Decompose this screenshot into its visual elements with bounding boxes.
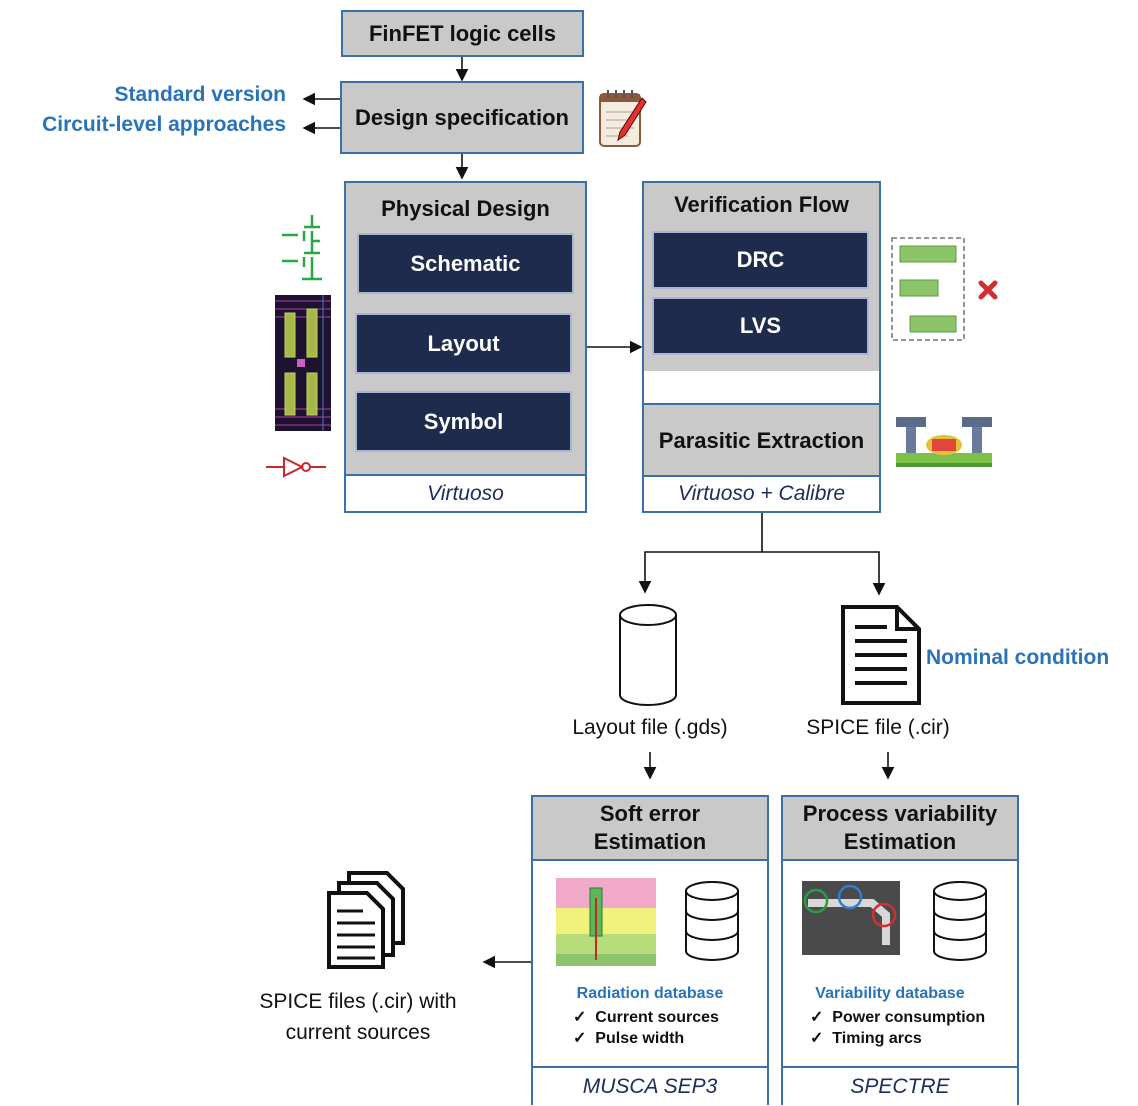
- design-spec-label: Design specification: [355, 104, 569, 130]
- radiation-check-2: ✓ Pulse width: [573, 1028, 684, 1048]
- inverter-symbol-icon: [266, 456, 326, 478]
- circuit-level-label: Circuit-level approaches: [42, 113, 286, 136]
- spice-files-output-label: SPICE files (.cir) with current sources: [230, 986, 486, 1048]
- design-spec-box: Design specification: [340, 81, 584, 154]
- soft-error-title-1: Soft error: [599, 801, 701, 826]
- soft-error-title-2: Estimation: [593, 829, 707, 854]
- spectre-tool-label: SPECTRE: [783, 1066, 1017, 1106]
- check-mark-icon: ✓: [573, 1009, 587, 1026]
- drc-block: DRC: [652, 231, 869, 289]
- layout-thumbnail-icon: [275, 295, 331, 431]
- spice-document-icon: [841, 605, 921, 705]
- layout-file-label: Layout file (.gds): [572, 716, 728, 739]
- schematic-block: Schematic: [357, 233, 574, 294]
- transistor-schematic-icon: [282, 215, 322, 281]
- musca-tool-label: MUSCA SEP3: [533, 1066, 767, 1106]
- pulse-width-label: Pulse width: [595, 1030, 685, 1047]
- parasitic-device-icon: [896, 417, 992, 467]
- variability-database-title: Variability database: [815, 985, 965, 1002]
- check-mark-icon: ✓: [573, 1030, 587, 1047]
- radiation-device-icon: [556, 878, 656, 966]
- radiation-database-icon: [685, 881, 739, 961]
- spice-file-label: SPICE file (.cir): [806, 716, 950, 739]
- variability-sem-image-icon: [802, 881, 900, 955]
- check-mark-icon: ✓: [810, 1009, 824, 1026]
- parasitic-extraction-label: Parasitic Extraction: [658, 428, 865, 453]
- check-mark-icon: ✓: [810, 1030, 824, 1047]
- layout-database-icon: [619, 604, 677, 706]
- soft-error-header: Soft error Estimation: [531, 795, 769, 861]
- variability-check-1: ✓ Power consumption: [810, 1007, 985, 1027]
- verification-white-gap: [644, 371, 879, 403]
- split-connector: [638, 512, 763, 594]
- variability-database-icon: [933, 881, 987, 961]
- drc-check-icon: [891, 237, 998, 341]
- variability-check-2: ✓ Timing arcs: [810, 1028, 922, 1048]
- split-connector-right: [762, 551, 880, 592]
- current-sources-label: Current sources: [595, 1009, 719, 1026]
- spice-files-stack-icon: [327, 871, 405, 969]
- process-variability-title-1: Process variability: [802, 801, 998, 826]
- virtuoso-calibre-tool-label: Virtuoso + Calibre: [644, 475, 879, 511]
- layout-block: Layout: [355, 313, 572, 374]
- nominal-condition-label: Nominal condition: [926, 646, 1110, 669]
- spice-files-output-line2: current sources: [285, 1021, 431, 1044]
- lvs-block: LVS: [652, 297, 869, 355]
- radiation-database-title: Radiation database: [576, 985, 724, 1002]
- power-consumption-label: Power consumption: [832, 1009, 986, 1026]
- virtuoso-tool-label: Virtuoso: [346, 474, 585, 511]
- finfet-logic-cells-box: FinFET logic cells: [341, 10, 584, 57]
- parasitic-divider: [644, 403, 879, 405]
- physical-design-title: Physical Design: [381, 196, 550, 221]
- finfet-logic-cells-label: FinFET logic cells: [368, 20, 557, 46]
- timing-arcs-label: Timing arcs: [832, 1030, 922, 1047]
- spice-files-output-line1: SPICE files (.cir) with: [259, 990, 457, 1013]
- verification-flow-title: Verification Flow: [674, 192, 849, 217]
- symbol-block: Symbol: [355, 391, 572, 452]
- process-variability-title-2: Estimation: [843, 829, 957, 854]
- process-variability-header: Process variability Estimation: [781, 795, 1019, 861]
- standard-version-label: Standard version: [114, 83, 286, 106]
- radiation-check-1: ✓ Current sources: [573, 1007, 719, 1027]
- notepad-icon: [599, 90, 647, 147]
